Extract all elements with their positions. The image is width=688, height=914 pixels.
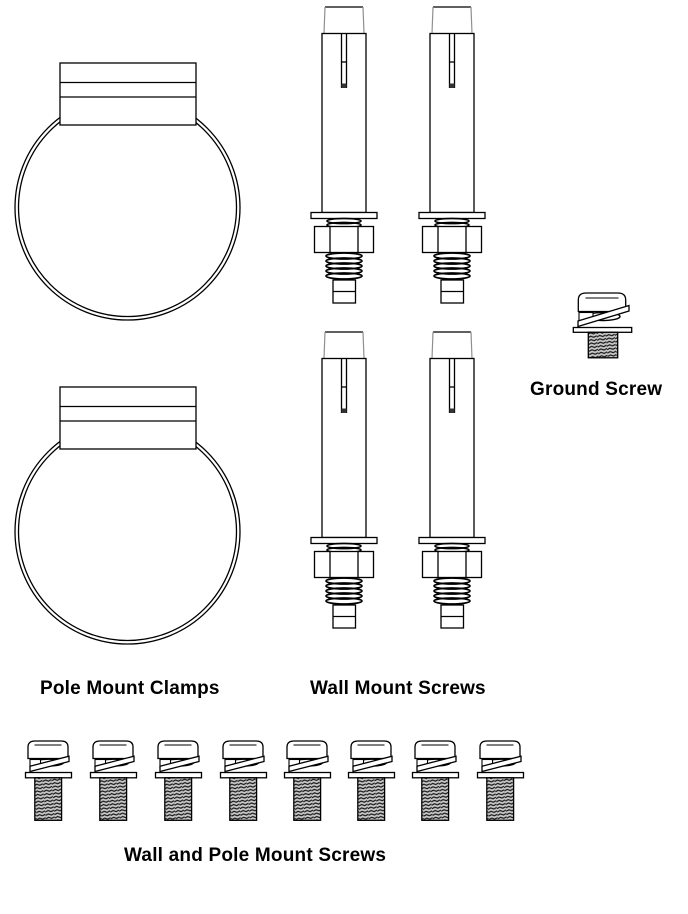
pole-mount-clamp-1 — [14, 62, 241, 321]
wall-and-pole-mount-screw-5 — [283, 740, 332, 822]
wall-and-pole-mount-screw-8 — [476, 740, 525, 822]
wall-and-pole-mount-screw-2 — [89, 740, 138, 822]
wall-and-pole-mount-screw-3 — [154, 740, 203, 822]
label-wall-mount-screws: Wall Mount Screws — [310, 678, 486, 699]
label-pole-mount-clamps: Pole Mount Clamps — [40, 678, 220, 699]
wall-and-pole-mount-screw-4 — [219, 740, 268, 822]
pole-mount-clamp-2 — [14, 386, 241, 645]
label-ground-screw: Ground Screw — [530, 379, 663, 400]
wall-and-pole-mount-screw-7 — [411, 740, 460, 822]
wall-mount-screw-1 — [310, 6, 378, 304]
wall-mount-screw-2 — [418, 6, 486, 304]
wall-mount-screw-4 — [418, 331, 486, 629]
label-wall-and-pole-mount-screws: Wall and Pole Mount Screws — [124, 845, 387, 866]
wall-and-pole-mount-screw-1 — [24, 740, 73, 822]
wall-mount-screw-3 — [310, 331, 378, 629]
ground-screw — [572, 292, 633, 359]
wall-and-pole-mount-screw-6 — [347, 740, 396, 822]
